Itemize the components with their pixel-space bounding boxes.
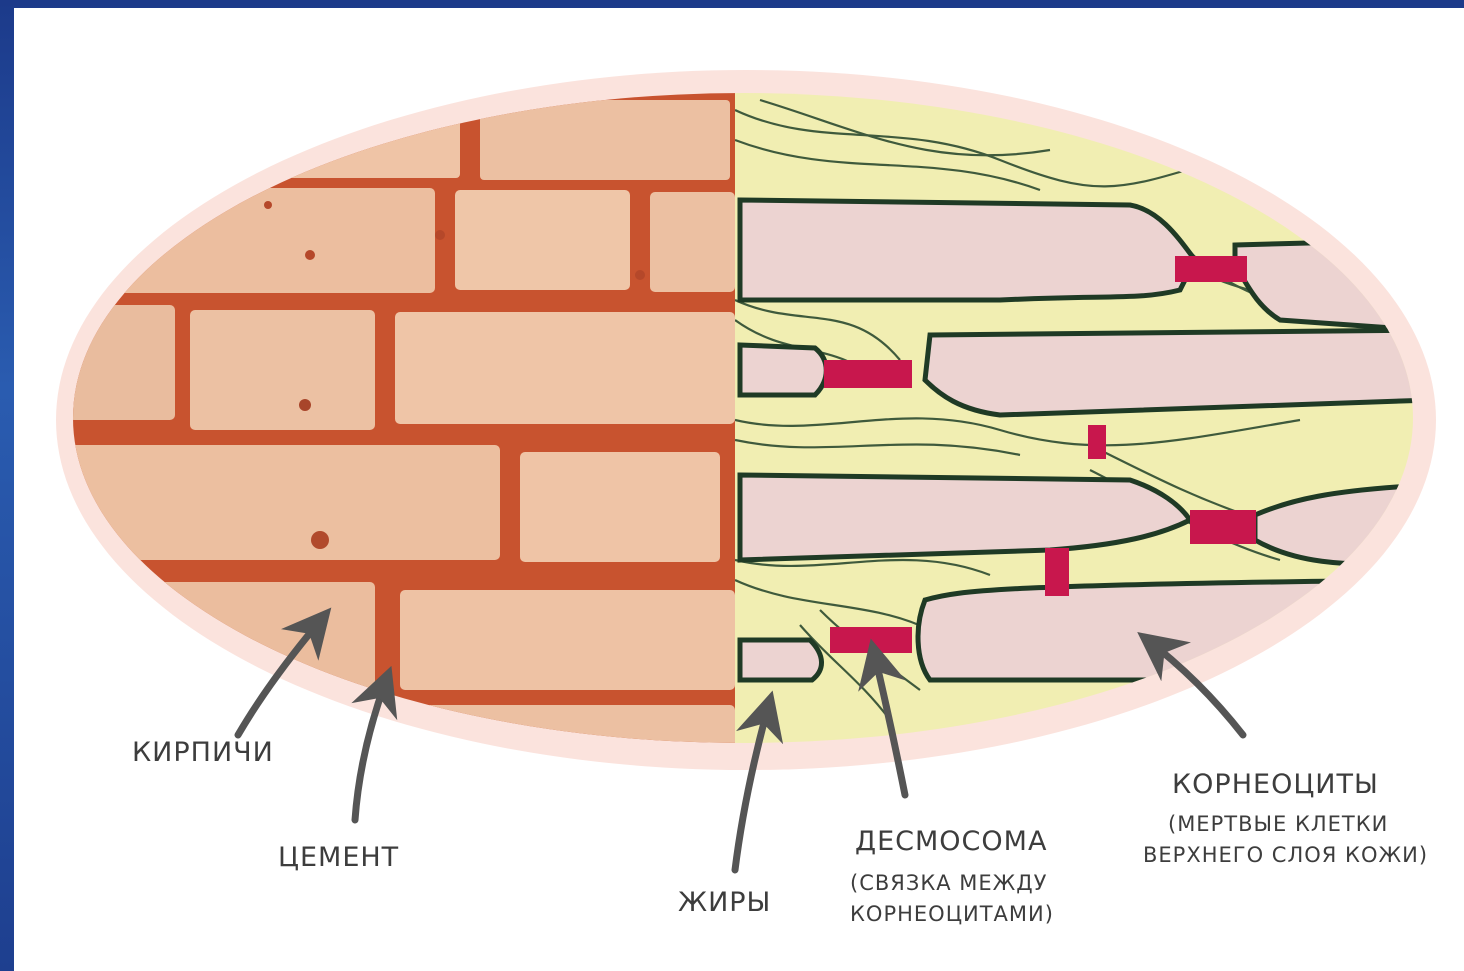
corneocyte bbox=[740, 640, 822, 680]
label-desmosome-note-2: КОРНЕОЦИТАМИ) bbox=[850, 902, 1054, 926]
corneocyte bbox=[918, 580, 1420, 680]
corneocyte bbox=[740, 345, 826, 395]
brick bbox=[650, 192, 735, 292]
brick bbox=[400, 590, 735, 690]
brick bbox=[520, 452, 720, 562]
label-desmosome-note-1: (СВЯЗКА МЕЖДУ bbox=[850, 871, 1047, 895]
desmosome-block bbox=[1190, 510, 1256, 544]
brick bbox=[60, 445, 500, 560]
brick bbox=[480, 100, 730, 180]
desmosome-block bbox=[1175, 256, 1247, 282]
desmosome-block bbox=[824, 360, 912, 388]
label-desmosome: ДЕСМОСОМА bbox=[855, 826, 1047, 857]
brick bbox=[395, 312, 735, 424]
label-cement: ЦЕМЕНТ bbox=[278, 842, 399, 873]
label-corneocytes-note-1: (МЕРТВЫЕ КЛЕТКИ bbox=[1168, 812, 1388, 836]
corneocyte bbox=[925, 330, 1430, 415]
brick bbox=[190, 310, 375, 430]
label-corneocytes-note-2: ВЕРХНЕГО СЛОЯ КОЖИ) bbox=[1143, 843, 1428, 867]
desmosome-block bbox=[1088, 425, 1106, 459]
corneocyte bbox=[740, 200, 1195, 300]
brick bbox=[455, 190, 630, 290]
label-bricks: КИРПИЧИ bbox=[132, 737, 274, 768]
label-corneocytes: КОРНЕОЦИТЫ bbox=[1172, 769, 1379, 800]
desmosome-block bbox=[1045, 548, 1069, 596]
label-lipids: ЖИРЫ bbox=[678, 887, 771, 918]
brick bbox=[60, 95, 260, 175]
